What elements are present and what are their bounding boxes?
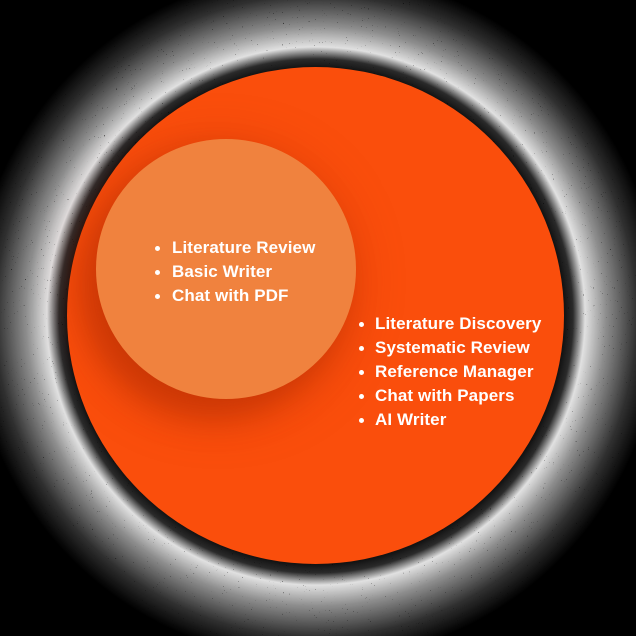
list-item: AI Writer xyxy=(359,408,541,432)
inner-circle xyxy=(96,139,356,399)
bullet-icon xyxy=(359,393,364,399)
list-item: Literature Discovery xyxy=(359,312,541,336)
inner-circle-feature-list: Literature Review Basic Writer Chat with… xyxy=(155,236,315,308)
bullet-icon xyxy=(155,245,160,251)
list-item-label: AI Writer xyxy=(375,410,447,429)
list-item-label: Systematic Review xyxy=(375,338,530,357)
list-item-label: Basic Writer xyxy=(172,262,273,281)
list-item: Chat with PDF xyxy=(155,284,315,308)
list-item: Systematic Review xyxy=(359,336,541,360)
list-item: Literature Review xyxy=(155,236,315,260)
bullet-icon xyxy=(359,321,364,327)
list-item-label: Literature Discovery xyxy=(375,314,542,333)
bullet-icon xyxy=(359,417,364,423)
list-item: Basic Writer xyxy=(155,260,315,284)
list-item-label: Chat with Papers xyxy=(375,386,515,405)
list-item-label: Chat with PDF xyxy=(172,286,289,305)
bullet-icon xyxy=(155,269,160,275)
bullet-icon xyxy=(359,345,364,351)
bullet-icon xyxy=(155,293,160,299)
list-item: Reference Manager xyxy=(359,360,541,384)
bullet-icon xyxy=(359,369,364,375)
list-item-label: Reference Manager xyxy=(375,362,534,381)
list-item-label: Literature Review xyxy=(172,238,316,257)
list-item: Chat with Papers xyxy=(359,384,541,408)
outer-circle-feature-list: Literature Discovery Systematic Review R… xyxy=(359,312,541,432)
